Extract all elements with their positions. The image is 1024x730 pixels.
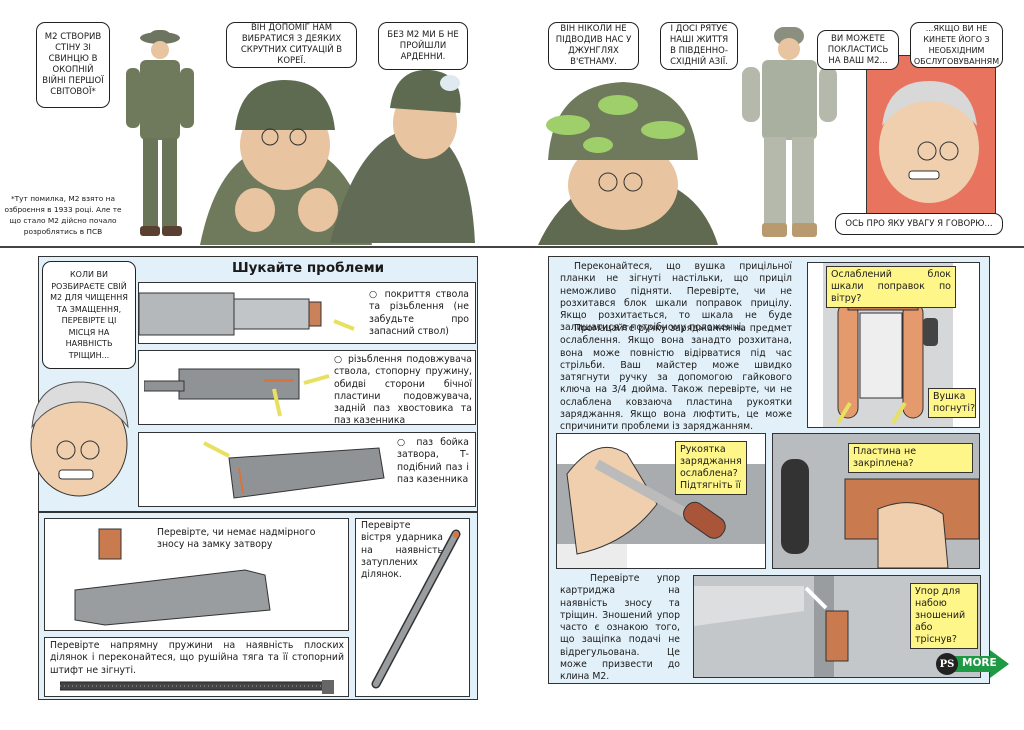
sight-paragraph: Переконайтеся, що вушка прицільної планк… xyxy=(560,261,792,334)
red-closeup-panel xyxy=(866,55,996,215)
cartridge-stop-paragraph: Перевірте упор картриджа на наявність зн… xyxy=(560,573,680,683)
mechanic-face-illustration xyxy=(30,381,129,497)
barrel-extension-check-panel: ○ різьблення подовжувача ствола, стопорн… xyxy=(138,350,476,427)
barrel-check-label: покриття ствола та різьблення (не забудь… xyxy=(369,289,469,337)
korea-soldier-illustration xyxy=(200,80,372,245)
ps-more-button[interactable]: PS MORE xyxy=(936,650,1010,678)
vietnam-soldier-illustration xyxy=(538,82,718,245)
arrow-right-icon xyxy=(944,650,1009,678)
bolt-check-text: ○ паз бойка затвора, Т-подібний паз і па… xyxy=(397,437,469,485)
panel-title: Шукайте проблеми xyxy=(231,260,385,276)
firing-pin-illustration xyxy=(371,529,461,689)
speech-bubble-wwi: М2 СТВОРИВ СТІНУ ЗІ СВИНЦЮ В ОКОПНІЙ ВІЙ… xyxy=(36,22,110,108)
speech-bubble-vietnam: ВІН НІКОЛИ НЕ ПІДВОДИВ НАС У ДЖУНГЛЯХ В'… xyxy=(548,22,639,70)
bolt-illustration xyxy=(203,441,385,499)
ears-bent-note: Вушка погнуті? xyxy=(928,388,976,418)
handle-loose-note: Рукоятка заряджання ослаблена? Підтягніт… xyxy=(675,441,747,495)
barrel-check-panel: ○ покриття ствола та різьблення (не забу… xyxy=(138,282,476,344)
driving-spring-text: Перевірте напрямну пружини на наявність … xyxy=(50,640,344,676)
more-label: MORE xyxy=(962,657,997,669)
barrel-extension-check-text: ○ різьблення подовжувача ствола, стопорн… xyxy=(334,354,472,427)
barrel-extension-check-label: різьблення подовжувача ствола, стопорну … xyxy=(334,354,472,427)
driving-spring-panel: Перевірте напрямну пружини на наявність … xyxy=(44,637,349,697)
speech-bubble-attention: ОСЬ ПРО ЯКУ УВАГУ Я ГОВОРЮ... xyxy=(835,213,1003,235)
speech-bubble-ardennes: БЕЗ М2 МИ Б НЕ ПРОЙШЛИ АРДЕННИ. xyxy=(378,22,468,70)
bolt-lock-illustration xyxy=(74,528,271,626)
rear-sight-image-panel: Ослаблений блок шкали поправок по вітру?… xyxy=(807,262,980,428)
page-divider xyxy=(0,246,1024,248)
modern-soldier-illustration xyxy=(742,27,837,237)
bolt-check-panel: ○ паз бойка затвора, Т-подібний паз і па… xyxy=(138,432,476,507)
bolt-lock-text: Перевірте, чи немає надмірного зносу на … xyxy=(157,527,316,551)
cartridge-stop-note: Упор для набою зношений або тріснув? xyxy=(910,583,978,649)
wwi-soldier-illustration xyxy=(126,30,194,236)
speech-bubble-rely: ВИ МОЖЕТЕ ПОКЛАСТИСЬ НА ВАШ М2... xyxy=(817,30,899,70)
cartridge-stop-image-panel: Упор для набою зношений або тріснув? xyxy=(693,575,981,678)
barrel-extension-illustration xyxy=(144,368,330,417)
footnote: *Тут помилка, М2 взято на озброєння в 19… xyxy=(4,194,122,236)
barrel-check-text: ○ покриття ствола та різьблення (не забу… xyxy=(369,289,469,337)
firing-pin-panel: Перевірте вістря ударника на наявність з… xyxy=(355,518,470,697)
firing-pin-text: Перевірте вістря ударника на наявність з… xyxy=(361,520,443,581)
bolt-check-label: паз бойка затвора, Т-подібний паз і паз … xyxy=(397,437,469,485)
slide-plate-image-panel: Пластина не закріплена? xyxy=(772,433,980,569)
charging-handle-image-panel: Рукоятка заряджання ослаблена? Підтягніт… xyxy=(556,433,766,569)
bolt-lock-panel: Перевірте, чи немає надмірного зносу на … xyxy=(44,518,349,631)
mechanic-face-illustration xyxy=(879,81,979,203)
barrel-illustration xyxy=(139,292,355,336)
windage-note: Ослаблений блок шкали поправок по вітру? xyxy=(826,266,956,308)
speech-bubble-inspect: КОЛИ ВИ РОЗБИРАЄТЕ СВІЙ М2 ДЛЯ ЧИЩЕННЯ Т… xyxy=(42,261,136,369)
plate-loose-note: Пластина не закріплена? xyxy=(848,443,973,473)
speech-bubble-korea: ВІН ДОПОМІГ НАМ ВИБРАТИСЯ З ДЕЯКИХ СКРУТ… xyxy=(226,22,357,68)
charging-handle-paragraph: Промацайте ручку заряджання на предмет о… xyxy=(560,323,792,433)
driving-spring-illustration xyxy=(60,680,334,694)
ps-logo: PS xyxy=(936,653,958,675)
speech-bubble-maintenance: ...ЯКЩО ВИ НЕ КИНЕТЕ ЙОГО З НЕОБХІДНИМ О… xyxy=(910,22,1003,68)
ardennes-soldier-illustration xyxy=(330,69,475,243)
speech-bubble-southeast-asia: І ДОСІ РЯТУЄ НАШІ ЖИТТЯ В ПІВДЕННО-СХІДН… xyxy=(660,22,738,70)
section-divider xyxy=(38,511,478,513)
